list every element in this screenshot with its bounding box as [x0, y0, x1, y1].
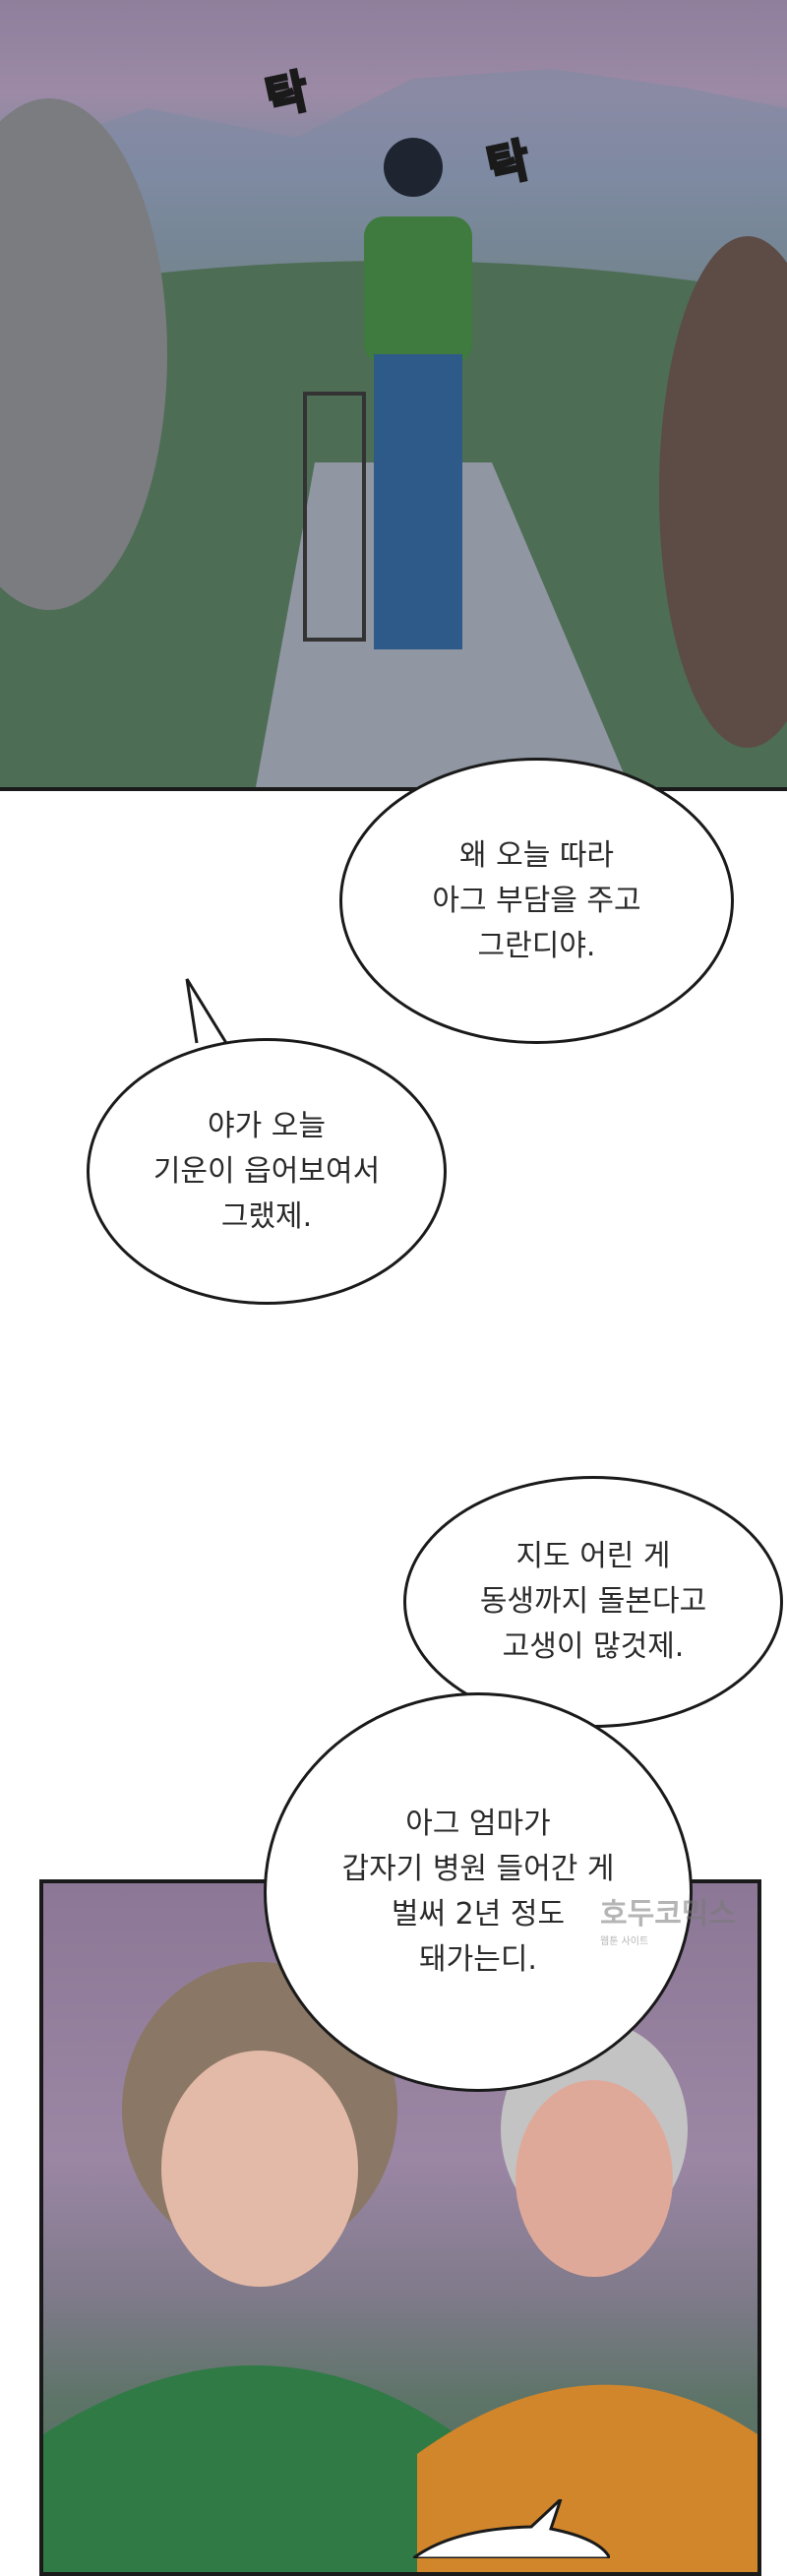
dialogue-line: 고생이 많것제. — [502, 1629, 685, 1664]
speech-bubble: 야가 오늘 기운이 읍어보여서 그랬제. — [87, 1038, 447, 1305]
dialogue-line: 기운이 읍어보여서 — [152, 1153, 381, 1189]
watermark-logo: 호두코믹스 웹툰 사이트 — [600, 1889, 736, 1947]
dialogue-line: 그란디야. — [477, 928, 596, 963]
dialogue-line: 아그 엄마가 — [405, 1807, 551, 1841]
dialogue-line: 아그 부담을 주고 — [432, 883, 641, 918]
speech-bubble-partial — [413, 2499, 610, 2558]
watermark-subtitle: 웹툰 사이트 — [600, 1936, 649, 1947]
speech-bubble: 지도 어린 게 동생까지 돌본다고 고생이 많것제. — [403, 1476, 783, 1728]
dialogue-line: 동생까지 돌본다고 — [479, 1584, 707, 1619]
dialogue-line: 갑자기 병원 들어간 게 — [341, 1852, 615, 1886]
dialogue-line: 돼가는디. — [419, 1942, 537, 1977]
speech-bubble: 아그 엄마가 갑자기 병원 들어간 게 벌써 2년 정도 돼가는디. — [264, 1692, 693, 2092]
scene-illustration — [43, 1962, 757, 2572]
panel-boy-walking-bicycle: 탁 탁 — [0, 0, 787, 791]
panel-elderly-couple — [39, 1879, 761, 2576]
dialogue-line: 왜 오늘 따라 — [458, 837, 615, 873]
dialogue-line: 벌써 2년 정도 — [391, 1897, 566, 1932]
dialogue-line: 그랬제. — [220, 1198, 313, 1234]
watermark-title: 호두코믹스 — [600, 1897, 736, 1932]
dialogue-line: 야가 오늘 — [208, 1108, 326, 1143]
dialogue-line: 지도 어린 게 — [515, 1539, 671, 1573]
scene-illustration — [0, 69, 787, 787]
speech-bubble-tail — [185, 978, 228, 1044]
speech-bubble: 왜 오늘 따라 아그 부담을 주고 그란디야. — [339, 758, 734, 1044]
